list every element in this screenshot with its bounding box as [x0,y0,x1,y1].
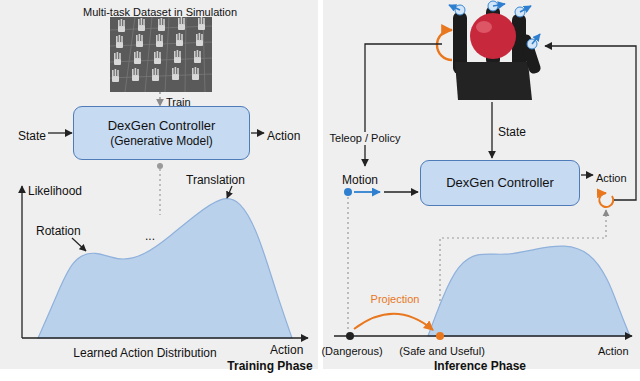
learned-distribution-plot [22,186,308,338]
training-panel-ground [0,0,318,369]
heading: Inference Phase [434,359,526,373]
connector [159,92,160,106]
annotation-label: Motion [342,173,378,187]
annotation-label: Likelihood [28,184,82,198]
annotation-label: Action [267,129,300,143]
annotation-label: State [498,125,526,139]
annotation-label: Projection [371,293,420,306]
edge-label: Train [166,96,191,109]
annotation-label: Learned Action Distribution [73,346,216,360]
annotation-label: (Dangerous) [321,345,382,358]
inference-distribution-plot [334,246,632,340]
inference-panel-ground [323,0,640,369]
annotation-label: Action [596,172,627,185]
box-title: DexGen Controller [446,175,554,191]
box-title: DexGen Controller [108,118,216,134]
simulation-image [110,17,212,92]
controller-box: DexGen Controller(Generative Model) [73,106,250,160]
annotation-label: ... [145,229,155,243]
annotation-label: Action [598,345,629,358]
annotation-label: State [18,129,46,143]
annotation-label: Translation [186,173,245,187]
connectors [160,92,161,106]
robot-hand-illustration [437,1,542,100]
annotation-label: (Safe and Useful) [399,345,485,358]
box-subtitle: (Generative Model) [110,134,213,148]
annotation-label: Rotation [36,224,81,238]
controller-box: DexGen Controller [420,160,580,206]
heading: Multi-task Dataset in Simulation [83,6,237,19]
annotation-label: Teleop / Policy [328,132,403,145]
heading: Training Phase [227,359,312,373]
annotation-label: Action [270,343,303,357]
dataset-image-node: Multi-task Dataset in Simulation [65,2,255,92]
